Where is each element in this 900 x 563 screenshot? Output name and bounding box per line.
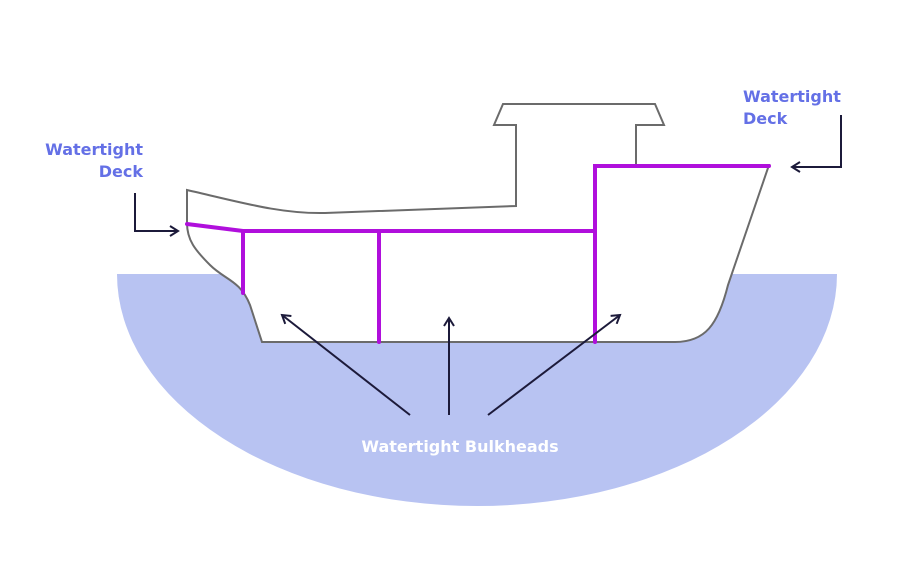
right-deck-arrow bbox=[790, 115, 842, 173]
left-deck-label-line2: Deck bbox=[99, 162, 144, 181]
bulkhead-arrow-left bbox=[280, 313, 411, 416]
arrows bbox=[134, 115, 842, 416]
bulkheads-label: Watertight Bulkheads bbox=[361, 437, 558, 456]
left-deck-label-line1: Watertight bbox=[45, 140, 143, 159]
right-deck-label-line2: Deck bbox=[743, 109, 788, 128]
ship-hull bbox=[186, 103, 771, 343]
bulkhead-3-and-upper-deck bbox=[593, 164, 771, 344]
left-deck-arrow bbox=[134, 193, 180, 237]
bulkhead-arrow-right bbox=[487, 313, 622, 416]
watertight-bulkheads bbox=[185, 164, 771, 344]
right-deck-label-line1: Watertight bbox=[743, 87, 841, 106]
